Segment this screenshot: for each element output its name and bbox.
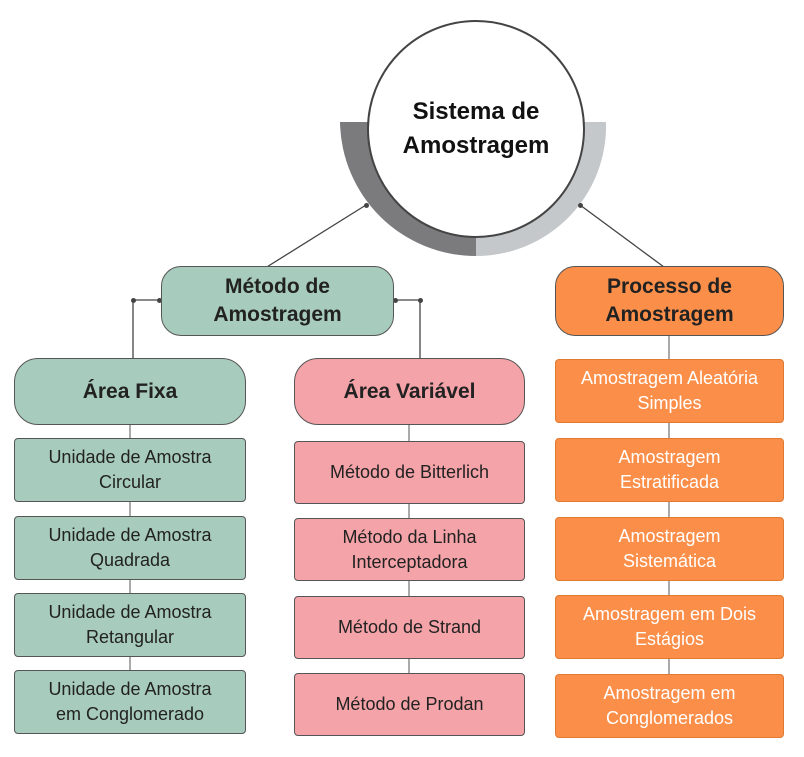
item-line2: Quadrada [89, 550, 171, 570]
connector-dot [418, 298, 423, 303]
area-fixa-item: Unidade de Amostra em Conglomerado [14, 670, 246, 734]
area-variavel-title: Área Variável [343, 379, 476, 403]
item-line1: Método da Linha [342, 526, 477, 547]
processo-title-line2: Amostragem [605, 303, 734, 326]
connector-dot [578, 203, 583, 208]
item-line1: Unidade de Amostra [48, 602, 212, 622]
item-line2: Estratificada [619, 472, 720, 492]
item-line1: Unidade de Amostra [48, 679, 212, 699]
area-variavel-node: Área Variável [294, 358, 525, 425]
area-variavel-item: Método de Bitterlich [294, 441, 525, 504]
metodo-title-line2: Amostragem [213, 303, 342, 326]
area-fixa-node: Área Fixa [14, 358, 246, 425]
item-line2: Sistemática [622, 551, 717, 571]
area-variavel-item: Método de Strand [294, 596, 525, 659]
root-line2: Amostragem [402, 132, 550, 159]
item-line2: Estágios [634, 629, 705, 649]
item-line2: Interceptadora [351, 551, 468, 572]
item-line1: Amostragem [618, 447, 721, 467]
item-line2: Circular [98, 472, 161, 492]
metodo-title-line1: Método de [225, 275, 330, 298]
item-line2: Conglomerados [605, 708, 734, 728]
processo-item: Amostragem em Conglomerados [555, 674, 784, 738]
item-line1: Unidade de Amostra [48, 447, 212, 467]
item-line1: Amostragem [618, 526, 721, 546]
processo-title-line1: Processo de [607, 275, 732, 298]
area-fixa-title: Área Fixa [82, 379, 178, 403]
root-line1: Sistema de [412, 98, 540, 125]
ring-right-segment [476, 122, 607, 257]
connector-dot [131, 298, 136, 303]
item-line1: Método de Strand [337, 617, 482, 637]
root-node: Sistema de Amostragem [367, 20, 585, 238]
item-line2: em Conglomerado [55, 704, 205, 724]
connector-dot [364, 203, 369, 208]
item-line1: Unidade de Amostra [48, 525, 212, 545]
item-line1: Método de Prodan [335, 694, 484, 714]
item-line1: Amostragem em Dois [582, 604, 757, 624]
item-line2: Retangular [85, 627, 175, 647]
item-line1: Amostragem em [603, 683, 736, 703]
item-line1: Amostragem Aleatória [580, 368, 759, 388]
metodo-node: Método de Amostragem [161, 266, 394, 336]
item-line2: Simples [637, 393, 702, 413]
connector-dot [393, 298, 398, 303]
processo-node: Processo de Amostragem [555, 266, 784, 336]
item-line1: Método de Bitterlich [329, 462, 490, 482]
area-variavel-item: Método de Prodan [294, 673, 525, 736]
connector-dot [157, 298, 162, 303]
